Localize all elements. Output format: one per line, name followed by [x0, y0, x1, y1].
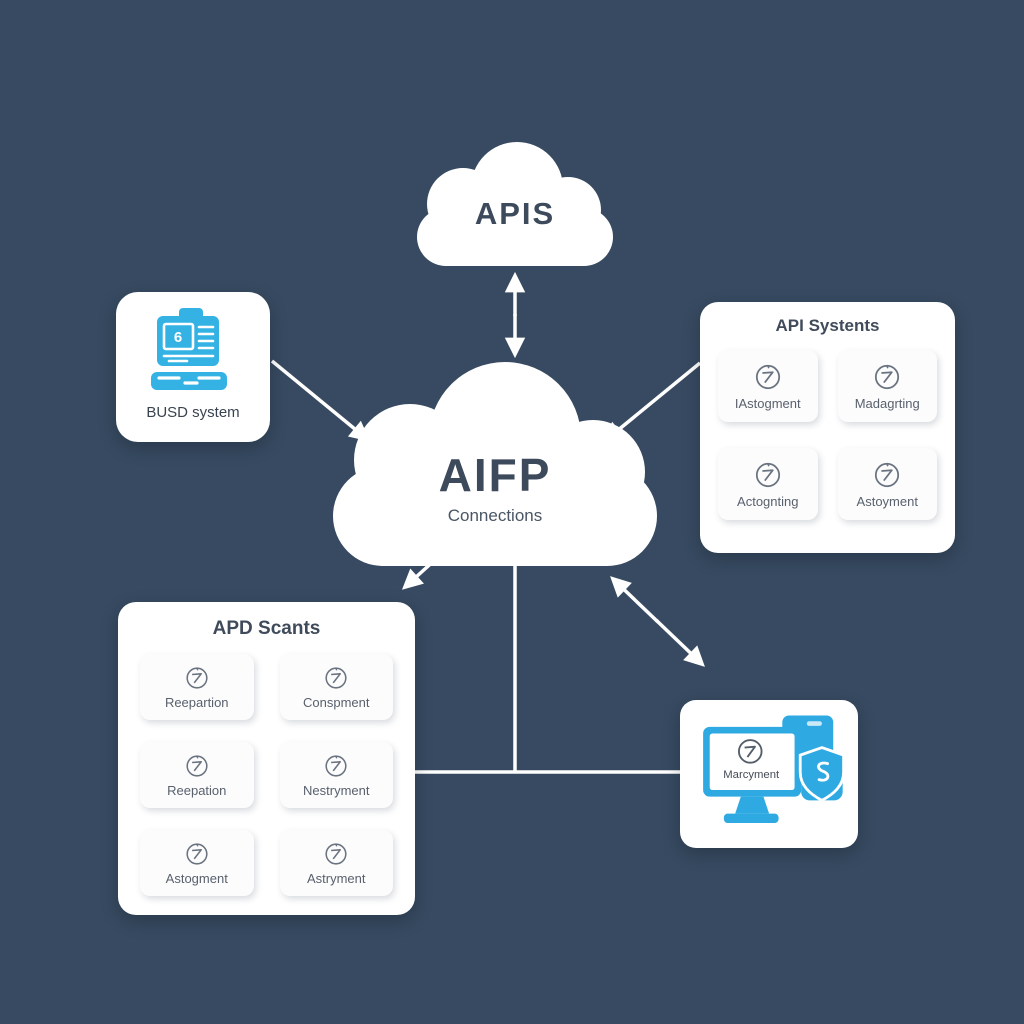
- apd-card[interactable]: Reepation: [140, 742, 254, 808]
- marcyment-screen-label: Marcyment: [723, 769, 780, 781]
- apd-card[interactable]: Astogment: [140, 830, 254, 896]
- card-label: Astoyment: [856, 494, 918, 509]
- monitor-shield-icon: Marcyment: [703, 715, 846, 824]
- apd-scants-panel: APD Scants Reepartion Conspment: [118, 602, 415, 915]
- card-label: Conspment: [303, 695, 370, 710]
- shield-icon: [798, 746, 846, 803]
- clock-icon: [875, 462, 900, 488]
- apis-cloud-label: APIS: [474, 196, 556, 231]
- api-card[interactable]: Madagrting: [837, 350, 937, 422]
- busd-screen-digit: 6: [174, 329, 182, 346]
- apd-card-grid: Reepartion Conspment Reepation: [140, 654, 393, 896]
- api-card[interactable]: Astoyment: [837, 448, 937, 520]
- computer-icon: 6: [151, 308, 227, 390]
- apd-panel-title: APD Scants: [212, 618, 321, 639]
- api-panel-title: API Systents: [775, 316, 880, 335]
- api-card[interactable]: IAstogment: [718, 350, 818, 422]
- card-label: Astogment: [165, 871, 228, 886]
- card-label: Reepation: [167, 783, 227, 798]
- clock-icon: [325, 755, 347, 777]
- marcyment-panel[interactable]: Marcyment: [680, 700, 858, 848]
- clock-icon: [186, 755, 208, 777]
- apd-card[interactable]: Reepartion: [140, 654, 254, 720]
- api-card-grid: IAstogment Madagrting Actognting: [718, 350, 937, 520]
- api-systems-panel: API Systents IAstogment Madagrting: [700, 302, 955, 553]
- card-label: Reepartion: [164, 695, 229, 710]
- clock-icon: [325, 843, 347, 865]
- aifp-cloud: AIFP Connections: [325, 360, 665, 568]
- cloud-icon: [333, 362, 657, 566]
- clock-icon: [738, 739, 763, 764]
- aifp-cloud-title: AIFP: [438, 449, 552, 501]
- apis-cloud: APIS: [405, 138, 625, 268]
- arrow-busd-to-cloud: [270, 359, 371, 442]
- aifp-cloud-subtitle: Connections: [447, 506, 543, 525]
- apd-card[interactable]: Astryment: [279, 830, 393, 896]
- card-label: Actognting: [737, 494, 799, 509]
- busd-system-panel[interactable]: 6 BUSD system: [116, 292, 270, 442]
- api-card[interactable]: Actognting: [718, 448, 818, 520]
- card-label: Astryment: [306, 871, 366, 886]
- card-label: Nestryment: [303, 783, 370, 798]
- arrow-marcyment-to-cloud: [610, 576, 660, 624]
- card-label: IAstogment: [734, 396, 801, 411]
- clock-icon: [186, 843, 208, 865]
- arrow-api-to-cloud: [602, 361, 702, 443]
- card-label: Madagrting: [854, 396, 920, 411]
- clock-icon: [875, 364, 900, 390]
- clock-icon: [325, 667, 347, 689]
- apd-card[interactable]: Conspment: [279, 654, 393, 720]
- busd-system-label: BUSD system: [146, 404, 240, 421]
- arrow-cloud-to-marcyment: [654, 618, 705, 667]
- clock-icon: [755, 364, 780, 390]
- clock-icon: [755, 462, 780, 488]
- cloud-icon: [417, 142, 613, 266]
- clock-icon: [186, 667, 208, 689]
- apd-card[interactable]: Nestryment: [279, 742, 393, 808]
